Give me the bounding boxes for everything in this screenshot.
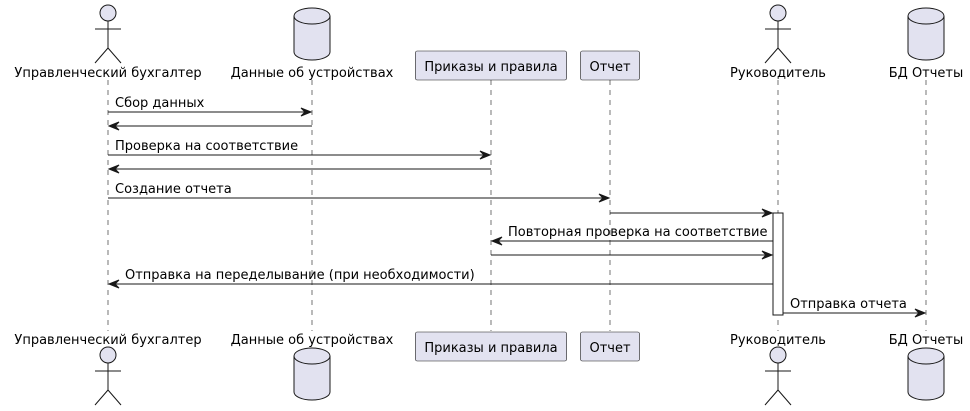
participant-report-bottom: Отчет <box>580 331 640 362</box>
participant-label: Приказы и правила <box>424 60 557 75</box>
database-rim-icon <box>293 355 331 365</box>
database-rim-icon <box>907 15 945 25</box>
participant-report-top: Отчет <box>580 50 640 81</box>
message-accountant-to-rules: Проверка на соответствие <box>108 139 492 160</box>
message-report-to-manager <box>610 208 774 218</box>
message-rules-to-accountant <box>107 164 491 174</box>
message-manager-to-reportsdb: Отправка отчета <box>783 297 927 318</box>
database-rim-icon <box>293 15 331 25</box>
participant-label: Отчет <box>589 60 630 75</box>
participant-label: БД Отчеты <box>889 66 964 81</box>
participant-label: Руководитель <box>730 66 826 81</box>
participant-reportsdb-top: БД Отчеты <box>889 7 964 81</box>
participant-label: Отчет <box>589 341 630 356</box>
database-icon <box>293 7 331 61</box>
database-icon <box>293 347 331 401</box>
arrow-right-icon <box>914 308 927 318</box>
participant-box <box>415 50 567 81</box>
participant-box <box>580 50 640 81</box>
database-icon <box>907 347 945 401</box>
participant-accountant-bottom: Управленческий бухгалтер <box>14 333 202 406</box>
participant-rules-bottom: Приказы и правила <box>415 331 567 362</box>
participant-label: Управленческий бухгалтер <box>14 333 201 348</box>
participant-manager-top: Руководитель <box>730 4 826 81</box>
activation-bar-manager <box>772 212 784 316</box>
participant-box <box>415 331 567 362</box>
actor-head-icon <box>99 346 117 364</box>
arrow-right-icon <box>761 250 774 260</box>
arrow-left-icon <box>107 279 120 289</box>
arrow-left-icon <box>107 121 120 131</box>
message-label: Проверка на соответствие <box>115 139 298 154</box>
message-manager-to-rules: Повторная проверка на соответствие <box>490 225 773 246</box>
arrow-left-icon <box>107 164 120 174</box>
message-rules-to-manager <box>491 250 774 260</box>
actor-body-icon <box>94 21 122 64</box>
participant-label: Данные об устройствах <box>231 333 394 348</box>
message-accountant-to-report: Создание отчета <box>108 182 611 203</box>
actor-body-icon <box>94 363 122 406</box>
participant-label: Управленческий бухгалтер <box>14 66 201 81</box>
actor-head-icon <box>769 346 787 364</box>
arrow-right-icon <box>598 193 611 203</box>
arrow-right-icon <box>761 208 774 218</box>
database-icon <box>907 7 945 61</box>
participant-rules-top: Приказы и правила <box>415 50 567 81</box>
message-label: Отправка на переделывание (при необходим… <box>125 268 475 283</box>
arrow-right-icon <box>479 150 492 160</box>
participant-devices-bottom: Данные об устройствах <box>231 333 394 401</box>
message-manager-to-accountant: Отправка на переделывание (при необходим… <box>107 268 773 289</box>
arrow-right-icon <box>300 107 313 117</box>
participant-label: Данные об устройствах <box>231 66 394 81</box>
participant-accountant-top: Управленческий бухгалтер <box>14 4 202 81</box>
message-label: Сбор данных <box>115 96 205 111</box>
participant-box <box>580 331 640 362</box>
participant-label: Приказы и правила <box>424 341 557 356</box>
participant-manager-bottom: Руководитель <box>730 333 826 406</box>
message-devices-to-accountant <box>107 121 312 131</box>
actor-head-icon <box>769 4 787 22</box>
message-label: Повторная проверка на соответствие <box>508 225 767 240</box>
message-label: Отправка отчета <box>790 297 907 312</box>
participant-devices-top: Данные об устройствах <box>231 7 394 81</box>
database-rim-icon <box>907 355 945 365</box>
message-label: Создание отчета <box>115 182 232 197</box>
actor-body-icon <box>764 21 792 64</box>
participant-label: Руководитель <box>730 333 826 348</box>
actor-body-icon <box>764 363 792 406</box>
actor-head-icon <box>99 4 117 22</box>
message-accountant-to-devices: Сбор данных <box>108 96 313 117</box>
participant-label: БД Отчеты <box>889 333 964 348</box>
participant-reportsdb-bottom: БД Отчеты <box>889 333 964 401</box>
arrow-left-icon <box>490 236 503 246</box>
